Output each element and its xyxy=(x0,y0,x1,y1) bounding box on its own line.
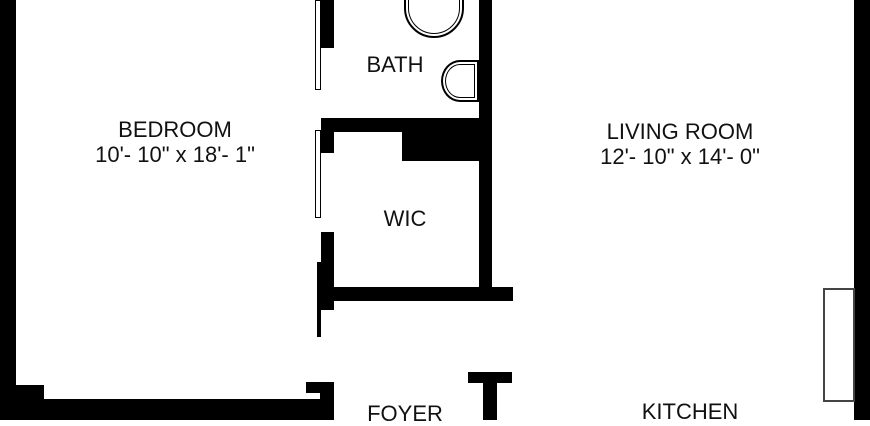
room-name: KITCHEN xyxy=(641,399,739,424)
room-label-bedroom: BEDROOM 10'- 10" x 18'- 1" xyxy=(70,117,280,168)
wall-wic-left-top xyxy=(321,118,334,153)
wall-left-outer xyxy=(0,0,16,390)
room-name: BATH xyxy=(366,52,424,77)
wall-bath-left xyxy=(321,0,334,48)
wall-wic-bottom xyxy=(321,287,513,301)
room-name: BEDROOM xyxy=(118,117,232,142)
room-dimensions: 12'- 10" x 14'- 0" xyxy=(600,144,760,170)
room-name: WIC xyxy=(383,206,427,231)
room-label-bath: BATH xyxy=(350,52,440,77)
wall-bottom-bedroom xyxy=(0,399,330,420)
wall-foyer-right-vert xyxy=(483,372,497,420)
room-label-kitchen: KITCHEN xyxy=(620,399,760,424)
toilet-fixture xyxy=(441,60,479,102)
wall-bottom-left xyxy=(0,385,44,400)
room-dimensions: 10'- 10" x 18'- 1" xyxy=(95,142,255,168)
room-label-living: LIVING ROOM 12'- 10" x 14'- 0" xyxy=(565,119,795,170)
room-label-foyer: FOYER xyxy=(350,401,460,426)
wic-door[interactable] xyxy=(315,130,321,218)
window xyxy=(823,288,855,402)
room-name: FOYER xyxy=(367,401,443,426)
sink-fixture xyxy=(404,0,464,38)
wall-right-outer xyxy=(854,0,870,420)
room-name: LIVING ROOM xyxy=(606,119,754,144)
wall-foyer-left-vert xyxy=(320,382,334,420)
bath-door[interactable] xyxy=(315,0,321,90)
room-label-wic: WIC xyxy=(360,206,450,231)
wall-closet-block xyxy=(402,118,486,161)
bedroom-door-jamb[interactable] xyxy=(317,262,321,337)
